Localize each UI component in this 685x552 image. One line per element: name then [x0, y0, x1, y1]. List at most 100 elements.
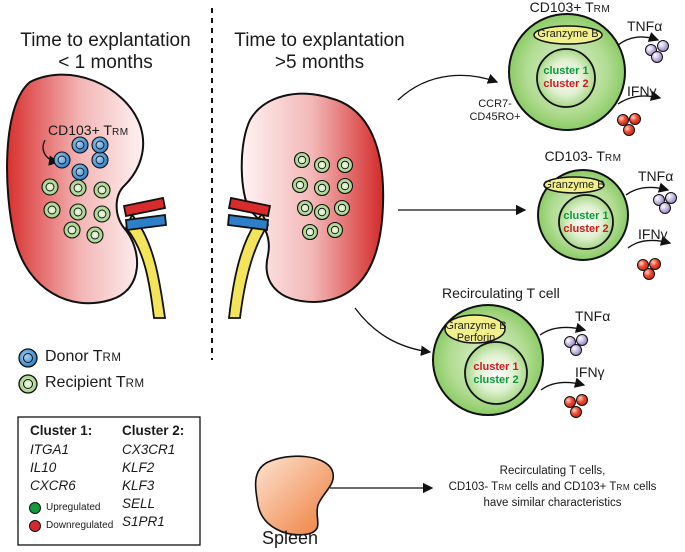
cluster1-gene: CXCR6 [30, 478, 76, 493]
recipient-cell [313, 156, 331, 174]
tnf-molecule [665, 192, 677, 204]
recipient-cell [326, 221, 344, 239]
recirculating-cluster2: cluster 2 [473, 374, 519, 386]
cluster2-gene: S1PR1 [122, 514, 165, 529]
donor-cell [91, 136, 109, 154]
ifn-molecule [617, 114, 629, 126]
upregulated-label: Upregulated [46, 502, 101, 513]
downregulated-dot [29, 520, 41, 532]
recipient-cell [41, 178, 59, 196]
cd103plus-kidney-label: CD103+ TRM [48, 122, 129, 138]
right-kidney [227, 92, 385, 319]
left-title-line1: Time to explantation [20, 30, 191, 51]
cd103plus-cluster2: cluster 2 [543, 78, 589, 90]
ifn-molecule [649, 258, 661, 270]
cd103minus-tnf: TNFα [638, 168, 674, 184]
granzyme-granule [444, 314, 506, 344]
recipient-cell [313, 203, 331, 221]
tnf-molecule [659, 202, 671, 214]
downregulated-label: Downregulated [46, 520, 114, 531]
arrow-to-cd103plus [397, 73, 499, 101]
tnf-arrow [539, 322, 587, 336]
left-kidney-cells [41, 136, 111, 244]
tnf-molecule [657, 40, 669, 52]
cluster2-gene: KLF2 [122, 460, 155, 475]
nucleus [536, 48, 596, 108]
tnf-molecule [651, 51, 663, 63]
cd103plus-ifn: IFNγ [627, 83, 657, 99]
cd103plus-cluster1: cluster 1 [543, 65, 589, 77]
ifn-molecule [576, 394, 588, 406]
donor-cell [71, 163, 89, 181]
left-title-line2: < 1 months [58, 52, 153, 73]
recipient-cell [296, 199, 314, 217]
tnf-arrow [625, 182, 670, 196]
recipient-cell [93, 205, 111, 223]
ifn-molecule [570, 406, 582, 418]
cd103plus-marker1: CCR7- [478, 98, 512, 110]
cytokine-secretion [539, 32, 677, 418]
recirculating-cell [432, 304, 544, 416]
cd103minus-granzyme: Granzyme B [543, 179, 605, 191]
recipient-cell [313, 179, 331, 197]
cluster2-gene: CX3CR1 [122, 442, 176, 457]
ifn-arrow [627, 235, 672, 249]
recipient-cell [336, 177, 354, 195]
nucleus [558, 194, 614, 250]
donor-legend-label: Donor TRM [45, 348, 122, 365]
cd103minus-ifn: IFNγ [638, 226, 668, 242]
nucleus [464, 341, 528, 405]
recipient-cell [86, 226, 104, 244]
ifn-molecule [629, 113, 641, 125]
recipient-cell [333, 199, 351, 217]
cd103minus-cluster1: cluster 1 [563, 210, 609, 222]
tnf-molecule [576, 334, 588, 346]
recirculating-ifn: IFNγ [575, 364, 605, 380]
spleen-note-line2: CD103- TRM cells and CD103+ TRM cells [448, 481, 657, 493]
recipient-cell [69, 203, 87, 221]
cd103plus-title: CD103+ TRM [529, 0, 611, 15]
ifn-arrow [540, 377, 586, 391]
spleen-note-line1: Recirculating T cells, [499, 465, 606, 477]
tnf-molecule [564, 336, 576, 348]
cd103minus-cluster2: cluster 2 [563, 223, 609, 235]
ifn-arrow [617, 90, 662, 105]
recirculating-cluster1: cluster 1 [473, 361, 519, 373]
cluster1-gene: ITGA1 [30, 442, 70, 457]
recirculating-granzyme: Granzyme B [445, 320, 507, 332]
cluster1-gene: IL10 [30, 460, 57, 475]
left-kidney [6, 73, 167, 319]
recipient-cell [43, 201, 61, 219]
tnf-molecule [570, 344, 582, 356]
cd103plus-marker2: CD45RO+ [469, 111, 521, 123]
right-kidney-cells [291, 151, 354, 241]
recipient-cell [293, 151, 311, 169]
spleen-note-line3: have similar characteristics [483, 497, 622, 509]
right-title-line2: >5 months [274, 52, 365, 73]
recirculating-tnf: TNFα [575, 308, 611, 324]
donor-cell [91, 151, 109, 169]
cd103plus-granzyme: Granzyme B [537, 28, 599, 40]
cd103minus-title: CD103- TRM [544, 148, 622, 164]
recipient-cell [336, 156, 354, 174]
cluster2-title: Cluster 2: [122, 423, 185, 438]
cd103plus-tnf: TNFα [627, 18, 663, 34]
granzyme-granule [543, 176, 605, 194]
donor-cell [53, 151, 71, 169]
recipient-cell [291, 176, 309, 194]
upregulated-dot [29, 502, 41, 514]
tnf-molecule [653, 194, 665, 206]
ifn-molecule [623, 124, 635, 136]
spleen-label: Spleen [262, 528, 319, 548]
ifn-molecule [564, 396, 576, 408]
recipient-cell [63, 221, 81, 239]
cluster1-title: Cluster 1: [30, 423, 93, 438]
granzyme-granule [533, 25, 603, 45]
cluster-box [17, 416, 201, 546]
cluster2-gene: SELL [122, 496, 156, 511]
recipient-cell [301, 223, 319, 241]
spleen-shape [254, 455, 335, 536]
recipient-legend-dot [18, 374, 38, 394]
